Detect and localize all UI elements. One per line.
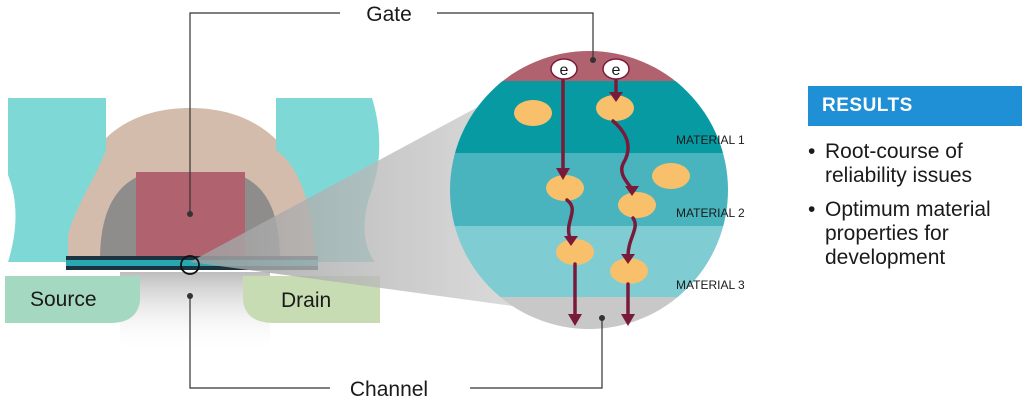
zoom-cone [190, 95, 520, 307]
callout-lines [189, 12, 603, 389]
electron-path-right-b [611, 119, 634, 191]
channel-layer-bottom [66, 266, 318, 270]
electrons: e e [550, 58, 630, 80]
gate-callout-left [189, 12, 340, 214]
gate-callout-right [437, 12, 594, 58]
trap-site [546, 175, 584, 201]
results-title: RESULTS [808, 86, 1022, 126]
results-item: • Root-course of reliability issues [808, 140, 1024, 188]
source-region [5, 276, 140, 323]
trap-site [596, 95, 634, 121]
trap-site [652, 163, 690, 189]
channel-layer-top [66, 256, 318, 260]
channel-callout-right [470, 318, 603, 389]
electron-label: e [560, 62, 569, 79]
results-item: • Optimum material properties for develop… [808, 198, 1024, 270]
channel-callout-left [189, 296, 330, 389]
results-list: • Root-course of reliability issues • Opti… [808, 140, 1024, 280]
material-3-layer [450, 226, 728, 297]
arrowhead [564, 236, 578, 246]
gate-label: Gate [366, 3, 412, 26]
arrowhead [568, 314, 582, 326]
trap-site [618, 192, 656, 218]
gate-region-zoom [450, 51, 728, 85]
trap-site [514, 100, 552, 126]
source-label: Source [30, 288, 97, 311]
material-1-layer [450, 81, 728, 153]
channel-label: Channel [350, 378, 428, 401]
arrowhead [621, 254, 635, 264]
results-item-text: Optimum material properties for developm… [825, 198, 991, 269]
callout-dot [590, 57, 596, 63]
bullet-icon: • [808, 140, 816, 163]
drain-region [243, 276, 380, 323]
left-pillar [8, 98, 106, 262]
arrowhead [556, 168, 570, 180]
arrowhead [609, 92, 623, 102]
trap-site [610, 258, 648, 284]
arrowhead [621, 314, 635, 326]
callout-dot [599, 315, 605, 321]
arrowhead [625, 186, 639, 196]
electron-paths [561, 78, 637, 318]
substrate-zoom [450, 297, 728, 329]
electron-path-left-b [565, 198, 574, 240]
material-3-label: MATERIAL 3 [676, 278, 745, 292]
trap-site [556, 239, 594, 265]
electron-path-right-c [626, 216, 637, 258]
results-item-text: Root-course of reliability issues [825, 140, 973, 187]
callout-dots [187, 57, 605, 321]
callout-dot [187, 293, 193, 299]
electron-arrowheads [556, 92, 639, 326]
channel-layer-mid [66, 260, 318, 266]
electron [550, 58, 578, 80]
electron [602, 58, 630, 80]
callout-dot [187, 211, 193, 217]
material-2-layer [450, 153, 728, 226]
trap-sites [514, 95, 690, 284]
electron-label: e [612, 62, 621, 79]
bullet-icon: • [808, 198, 816, 221]
drain-label: Drain [281, 289, 331, 312]
material-1-label: MATERIAL 1 [676, 133, 745, 147]
material-2-label: MATERIAL 2 [676, 206, 745, 220]
channel-zoom-marker [180, 255, 200, 275]
